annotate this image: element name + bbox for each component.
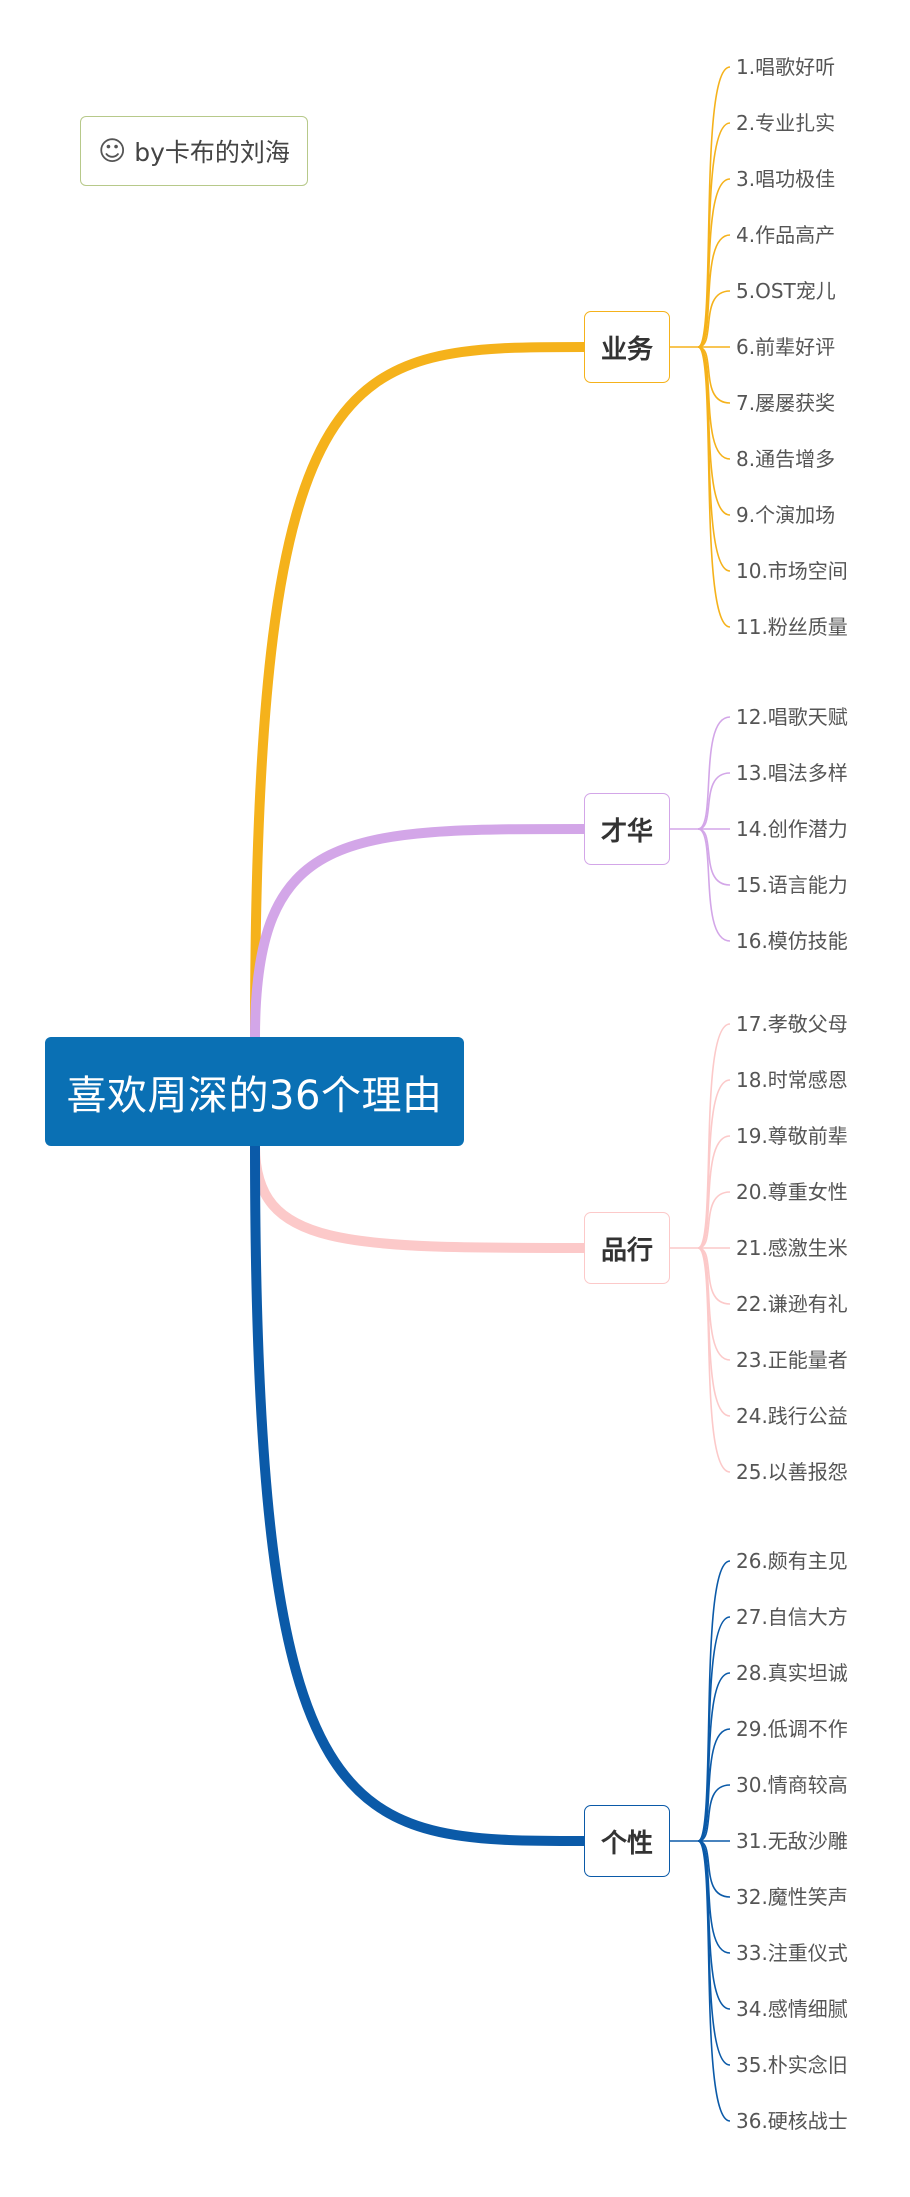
branch-connector-talent — [250, 824, 589, 1042]
leaf-connector — [697, 346, 731, 572]
leaf-connector — [697, 1023, 731, 1249]
leaf-topic[interactable]: 24.践行公益 — [736, 1404, 848, 1428]
leaf-connector — [697, 290, 731, 348]
leaf-topic[interactable]: 25.以善报怨 — [736, 1460, 848, 1484]
leaf-topic[interactable]: 31.无敌沙雕 — [736, 1829, 848, 1853]
smiley-icon: ☺ — [98, 135, 127, 167]
leaf-topic[interactable]: 3.唱功极佳 — [736, 167, 836, 191]
leaf-topic[interactable]: 11.粉丝质量 — [736, 615, 848, 639]
branch-connector-personality — [250, 1141, 589, 1846]
leaf-connector — [697, 1247, 731, 1305]
leaf-connector — [697, 1840, 731, 2122]
leaf-topic[interactable]: 28.真实坦诚 — [736, 1661, 848, 1685]
leaf-topic[interactable]: 29.低调不作 — [736, 1717, 848, 1741]
author-credit: ☺ by卡布的刘海 — [80, 116, 308, 186]
leaf-topic[interactable]: 35.朴实念旧 — [736, 2053, 848, 2077]
leaf-connector — [697, 1247, 731, 1417]
leaf-connector — [697, 1616, 731, 1842]
leaf-connector — [697, 1135, 731, 1249]
leaf-connector — [697, 1672, 731, 1842]
leaf-topic[interactable]: 17.孝敬父母 — [736, 1012, 848, 1036]
leaf-connector — [697, 1728, 731, 1842]
leaf-connector — [697, 346, 731, 628]
leaf-topic[interactable]: 27.自信大方 — [736, 1605, 848, 1629]
leaf-topic[interactable]: 22.谦逊有礼 — [736, 1292, 848, 1316]
leaf-topic[interactable]: 20.尊重女性 — [736, 1180, 848, 1204]
leaf-connector — [697, 772, 731, 830]
leaf-topic[interactable]: 19.尊敬前辈 — [736, 1124, 848, 1148]
leaf-connector — [697, 1784, 731, 1842]
leaf-connector — [697, 346, 731, 404]
leaf-topic[interactable]: 13.唱法多样 — [736, 761, 848, 785]
leaf-topic[interactable]: 32.魔性笑声 — [736, 1885, 848, 1909]
leaf-topic[interactable]: 16.模仿技能 — [736, 929, 848, 953]
branch-topic-business[interactable]: 业务 — [584, 311, 670, 383]
leaf-topic[interactable]: 6.前辈好评 — [736, 335, 836, 359]
leaf-topic[interactable]: 10.市场空间 — [736, 559, 848, 583]
central-topic[interactable]: 喜欢周深的36个理由 — [45, 1037, 464, 1146]
branch-topic-talent[interactable]: 才华 — [584, 793, 670, 865]
leaf-connector — [697, 122, 731, 348]
leaf-connector — [697, 1840, 731, 2066]
leaf-topic[interactable]: 18.时常感恩 — [736, 1068, 848, 1092]
leaf-topic[interactable]: 34.感情细腻 — [736, 1997, 848, 2021]
leaf-topic[interactable]: 30.情商较高 — [736, 1773, 848, 1797]
branch-connector-business — [250, 342, 589, 1042]
leaf-connector — [697, 828, 731, 942]
leaf-topic[interactable]: 23.正能量者 — [736, 1348, 848, 1372]
leaf-topic[interactable]: 14.创作潜力 — [736, 817, 848, 841]
leaf-topic[interactable]: 36.硬核战士 — [736, 2109, 848, 2133]
leaf-topic[interactable]: 5.OST宠儿 — [736, 279, 836, 303]
leaf-topic[interactable]: 33.注重仪式 — [736, 1941, 848, 1965]
leaf-connector — [697, 716, 731, 830]
leaf-topic[interactable]: 15.语言能力 — [736, 873, 848, 897]
leaf-connector — [697, 178, 731, 348]
leaf-connector — [697, 346, 731, 516]
leaf-topic[interactable]: 26.颇有主见 — [736, 1549, 848, 1573]
leaf-topic[interactable]: 9.个演加场 — [736, 503, 836, 527]
leaf-connector — [697, 828, 731, 886]
branch-topic-conduct[interactable]: 品行 — [584, 1212, 670, 1284]
leaf-connector — [697, 234, 731, 348]
leaf-topic[interactable]: 8.通告增多 — [736, 447, 836, 471]
leaf-connector — [697, 1840, 731, 2010]
leaf-connector — [697, 1840, 731, 1898]
leaf-topic[interactable]: 12.唱歌天赋 — [736, 705, 848, 729]
leaf-connector — [697, 1247, 731, 1473]
leaf-topic[interactable]: 4.作品高产 — [736, 223, 836, 247]
leaf-topic[interactable]: 7.屡屡获奖 — [736, 391, 836, 415]
branch-topic-personality[interactable]: 个性 — [584, 1805, 670, 1877]
branch-connector-conduct — [250, 1141, 589, 1253]
leaf-connector — [697, 1191, 731, 1249]
leaf-topic[interactable]: 1.唱歌好听 — [736, 55, 836, 79]
leaf-topic[interactable]: 21.感激生米 — [736, 1236, 848, 1260]
leaf-connector — [697, 1079, 731, 1249]
leaf-topic[interactable]: 2.专业扎实 — [736, 111, 836, 135]
author-credit-text: by卡布的刘海 — [134, 138, 290, 167]
